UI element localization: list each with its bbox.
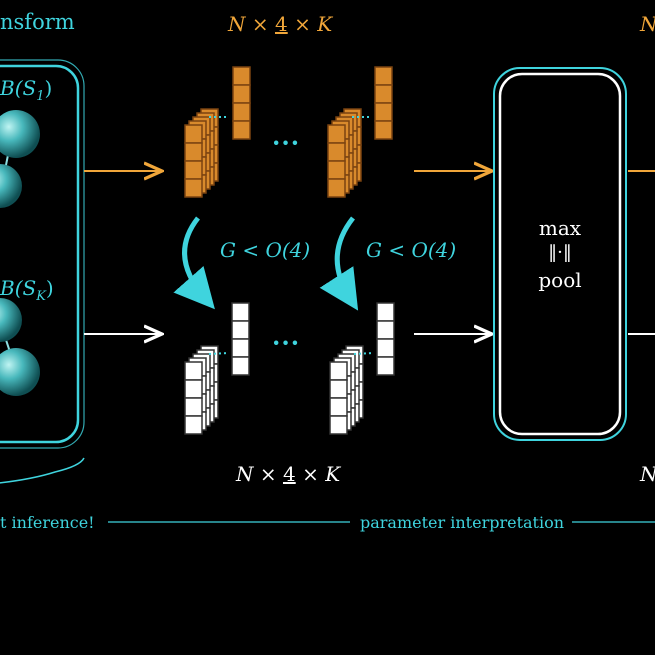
right-top-n: N: [640, 12, 655, 36]
dim-top-pre: N ×: [228, 12, 275, 36]
tensor-cell: [327, 124, 346, 144]
tensor-cell: [329, 379, 348, 399]
dim-bottom-post: × K: [295, 462, 341, 486]
tensor-cell: [184, 379, 203, 399]
pool-label-pool: pool: [538, 268, 582, 292]
tensor-cell: [327, 178, 346, 198]
tensor-stack-orange-1: [184, 66, 251, 198]
tensor-cell: [184, 361, 203, 381]
dotted-connector: [208, 352, 229, 355]
tensor-cell: [184, 142, 203, 162]
tensor-cell: [376, 356, 395, 376]
pool-label-norm: ‖·‖: [548, 242, 572, 263]
right-bottom-n: N: [640, 462, 655, 486]
pool-box: [493, 67, 627, 441]
tensor-cell: [231, 302, 250, 322]
group-action-arrow-right: [319, 216, 359, 311]
tensor-cell: [376, 320, 395, 340]
tensor-cell: [329, 397, 348, 417]
atom-sphere: [0, 110, 40, 158]
tensor-cell: [184, 178, 203, 198]
tensor-cell: [374, 102, 393, 122]
group-label-left: G < O(4): [220, 238, 310, 262]
b-sk-label: B(SK): [0, 276, 54, 304]
tensor-cell: [374, 84, 393, 104]
molecule-top: [0, 110, 40, 208]
tensor-stack-white-1: [184, 302, 250, 435]
tensor-cell: [232, 102, 251, 122]
dim-label-bottom: N × 4 × K: [236, 462, 340, 486]
dim-bottom-pre: N ×: [236, 462, 283, 486]
b-sk-text: B(S: [0, 276, 37, 300]
transform-box: [0, 59, 85, 449]
group-right-text: G < O(4): [366, 238, 457, 262]
tensor-cell: [231, 338, 250, 358]
tensor-cell: [232, 84, 251, 104]
tensor-cell: [329, 361, 348, 381]
group-action-arrow-left: [173, 216, 215, 310]
atom-sphere: [0, 348, 40, 396]
b-s1-text: B(S: [0, 76, 37, 100]
ellipsis-bottom: ···: [272, 328, 301, 357]
tensor-cell: [231, 356, 250, 376]
inference-text: t inference!: [0, 513, 95, 532]
dim-top-num: 4: [274, 12, 288, 36]
tensor-cell: [329, 415, 348, 435]
pool-label-max: max: [538, 216, 582, 240]
tensor-cell: [184, 397, 203, 417]
dim-label-top: N × 4 × K: [228, 12, 332, 36]
brace: [0, 457, 85, 484]
tensor-cell: [374, 120, 393, 140]
dim-top-post: × K: [287, 12, 333, 36]
atom-sphere: [0, 298, 22, 342]
tensor-cell: [231, 320, 250, 340]
dotted-connector: [353, 352, 374, 355]
group-left-text: G < O(4): [220, 238, 311, 262]
molecule-bottom: [0, 298, 40, 396]
atom-sphere: [0, 164, 22, 208]
tensor-stack-orange-2: [327, 66, 393, 198]
tensor-cell: [327, 160, 346, 180]
tensor-stack-white-2: [329, 302, 395, 435]
tensor-cell: [376, 338, 395, 358]
tensor-cell: [184, 124, 203, 144]
tensor-cell: [376, 302, 395, 322]
tensor-cell: [184, 160, 203, 180]
tensor-cell: [327, 142, 346, 162]
b-s1-sub: 1: [36, 89, 45, 104]
tensor-cell: [232, 120, 251, 140]
group-label-right: G < O(4): [366, 238, 456, 262]
b-s1-label: B(S1): [0, 76, 53, 104]
parameter-interpretation-text: parameter interpretation: [360, 513, 565, 532]
tensor-cell: [232, 66, 251, 86]
ellipsis-top: ···: [272, 128, 301, 157]
dim-bottom-num: 4: [282, 462, 296, 486]
tensor-cell: [374, 66, 393, 86]
b-sk-sub: K: [36, 289, 46, 304]
transform-title: nsform: [0, 10, 75, 34]
tensor-cell: [184, 415, 203, 435]
